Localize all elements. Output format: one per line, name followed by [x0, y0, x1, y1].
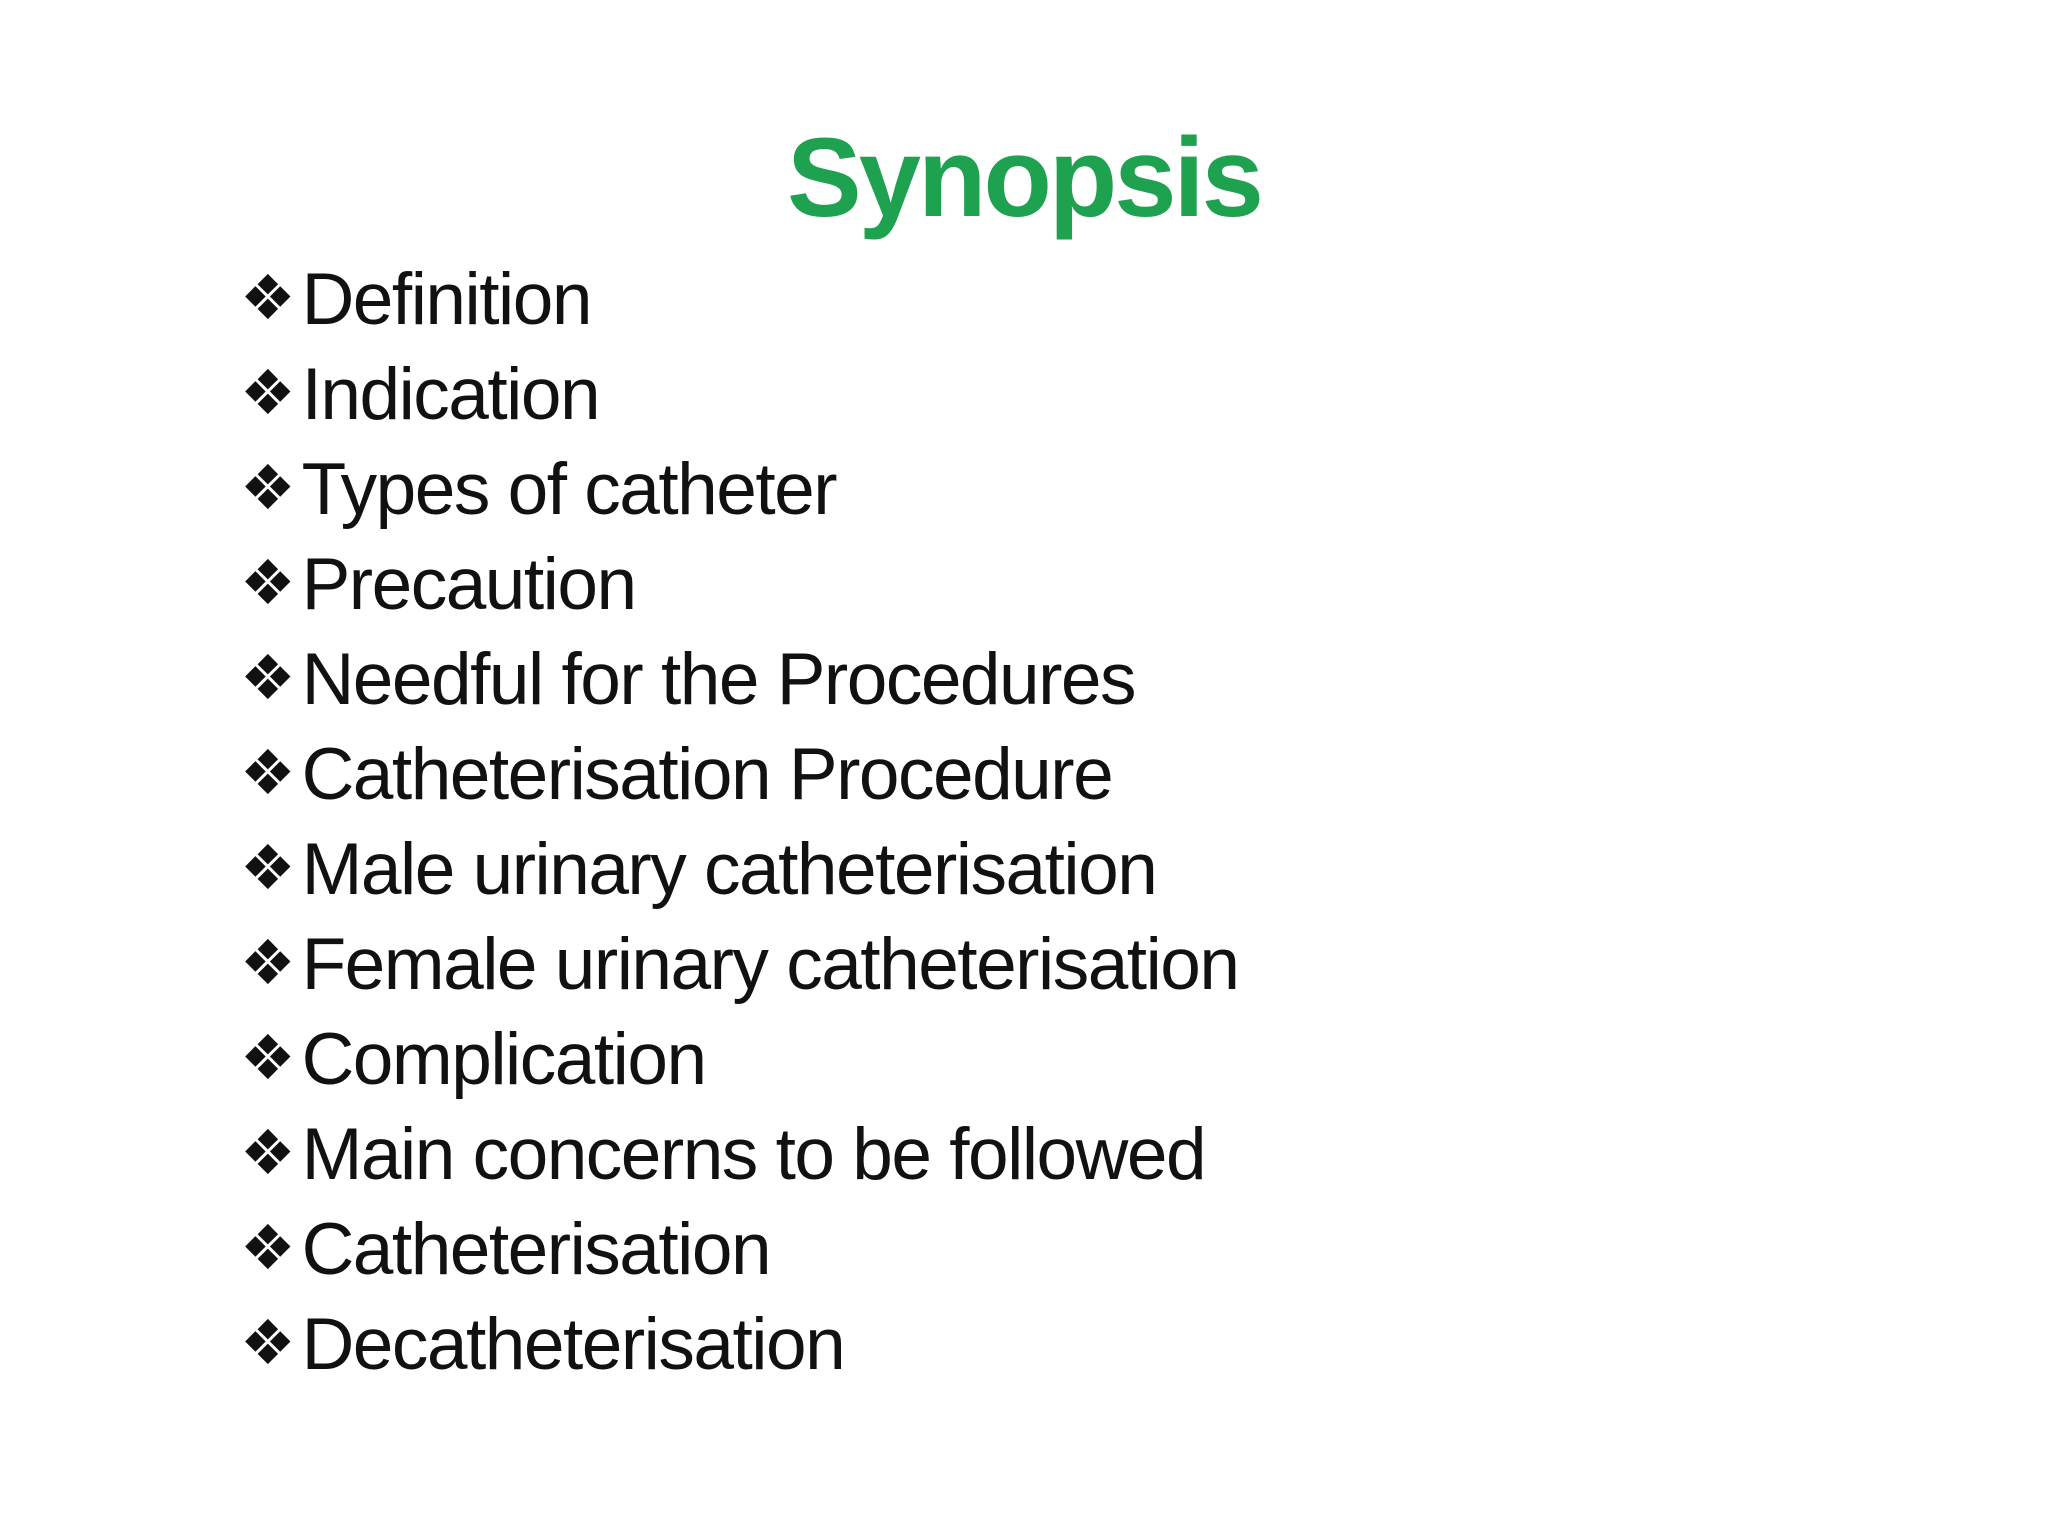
list-item-label: Precaution	[301, 544, 638, 625]
diamond-bullet-icon: ❖	[240, 925, 296, 999]
diamond-bullet-icon: ❖	[240, 640, 296, 714]
slide-title: Synopsis	[787, 115, 1264, 240]
list-item: ❖Needful for the Procedures	[240, 632, 1239, 727]
diamond-bullet-icon: ❖	[240, 1210, 296, 1284]
list-item-label: Catheterisation Procedure	[301, 734, 1114, 815]
list-item-label: Needful for the Procedures	[301, 639, 1137, 720]
list-item: ❖Catheterisation	[240, 1202, 1239, 1297]
list-item: ❖Female urinary catheterisation	[240, 917, 1240, 1012]
list-item-label: Complication	[301, 1019, 707, 1100]
list-item-label: Types of catheter	[301, 449, 838, 530]
list-item: ❖Male urinary catheterisation	[240, 822, 1239, 917]
list-item-label: Main concerns to be followed	[301, 1114, 1207, 1195]
diamond-bullet-icon: ❖	[240, 830, 296, 904]
diamond-bullet-icon: ❖	[240, 545, 296, 619]
diamond-bullet-icon: ❖	[240, 450, 296, 524]
list-item-label: Catheterisation	[301, 1209, 772, 1290]
list-item-label: Female urinary catheterisation	[301, 924, 1240, 1005]
list-item: ❖Indication	[240, 347, 1239, 442]
list-item: ❖Main concerns to be followed	[240, 1107, 1239, 1202]
diamond-bullet-icon: ❖	[240, 735, 296, 809]
list-item: ❖Complication	[240, 1012, 1239, 1107]
list-item: ❖Catheterisation Procedure	[240, 727, 1239, 822]
diamond-bullet-icon: ❖	[240, 1115, 296, 1189]
list-item-label: Indication	[301, 354, 601, 435]
diamond-bullet-icon: ❖	[240, 1305, 296, 1379]
list-item: ❖Precaution	[240, 537, 1239, 632]
diamond-bullet-icon: ❖	[240, 355, 296, 429]
list-item-label: Decatheterisation	[301, 1304, 846, 1385]
list-item: ❖Definition	[240, 252, 1239, 347]
list-item-label: Male urinary catheterisation	[301, 829, 1158, 910]
diamond-bullet-icon: ❖	[240, 1020, 296, 1094]
list-item-label: Definition	[301, 259, 593, 340]
list-item: ❖Decatheterisation	[240, 1297, 1239, 1392]
list-item: ❖Types of catheter	[240, 442, 1239, 537]
diamond-bullet-icon: ❖	[240, 260, 296, 334]
synopsis-list: ❖Definition❖Indication❖Types of catheter…	[240, 252, 1240, 1392]
